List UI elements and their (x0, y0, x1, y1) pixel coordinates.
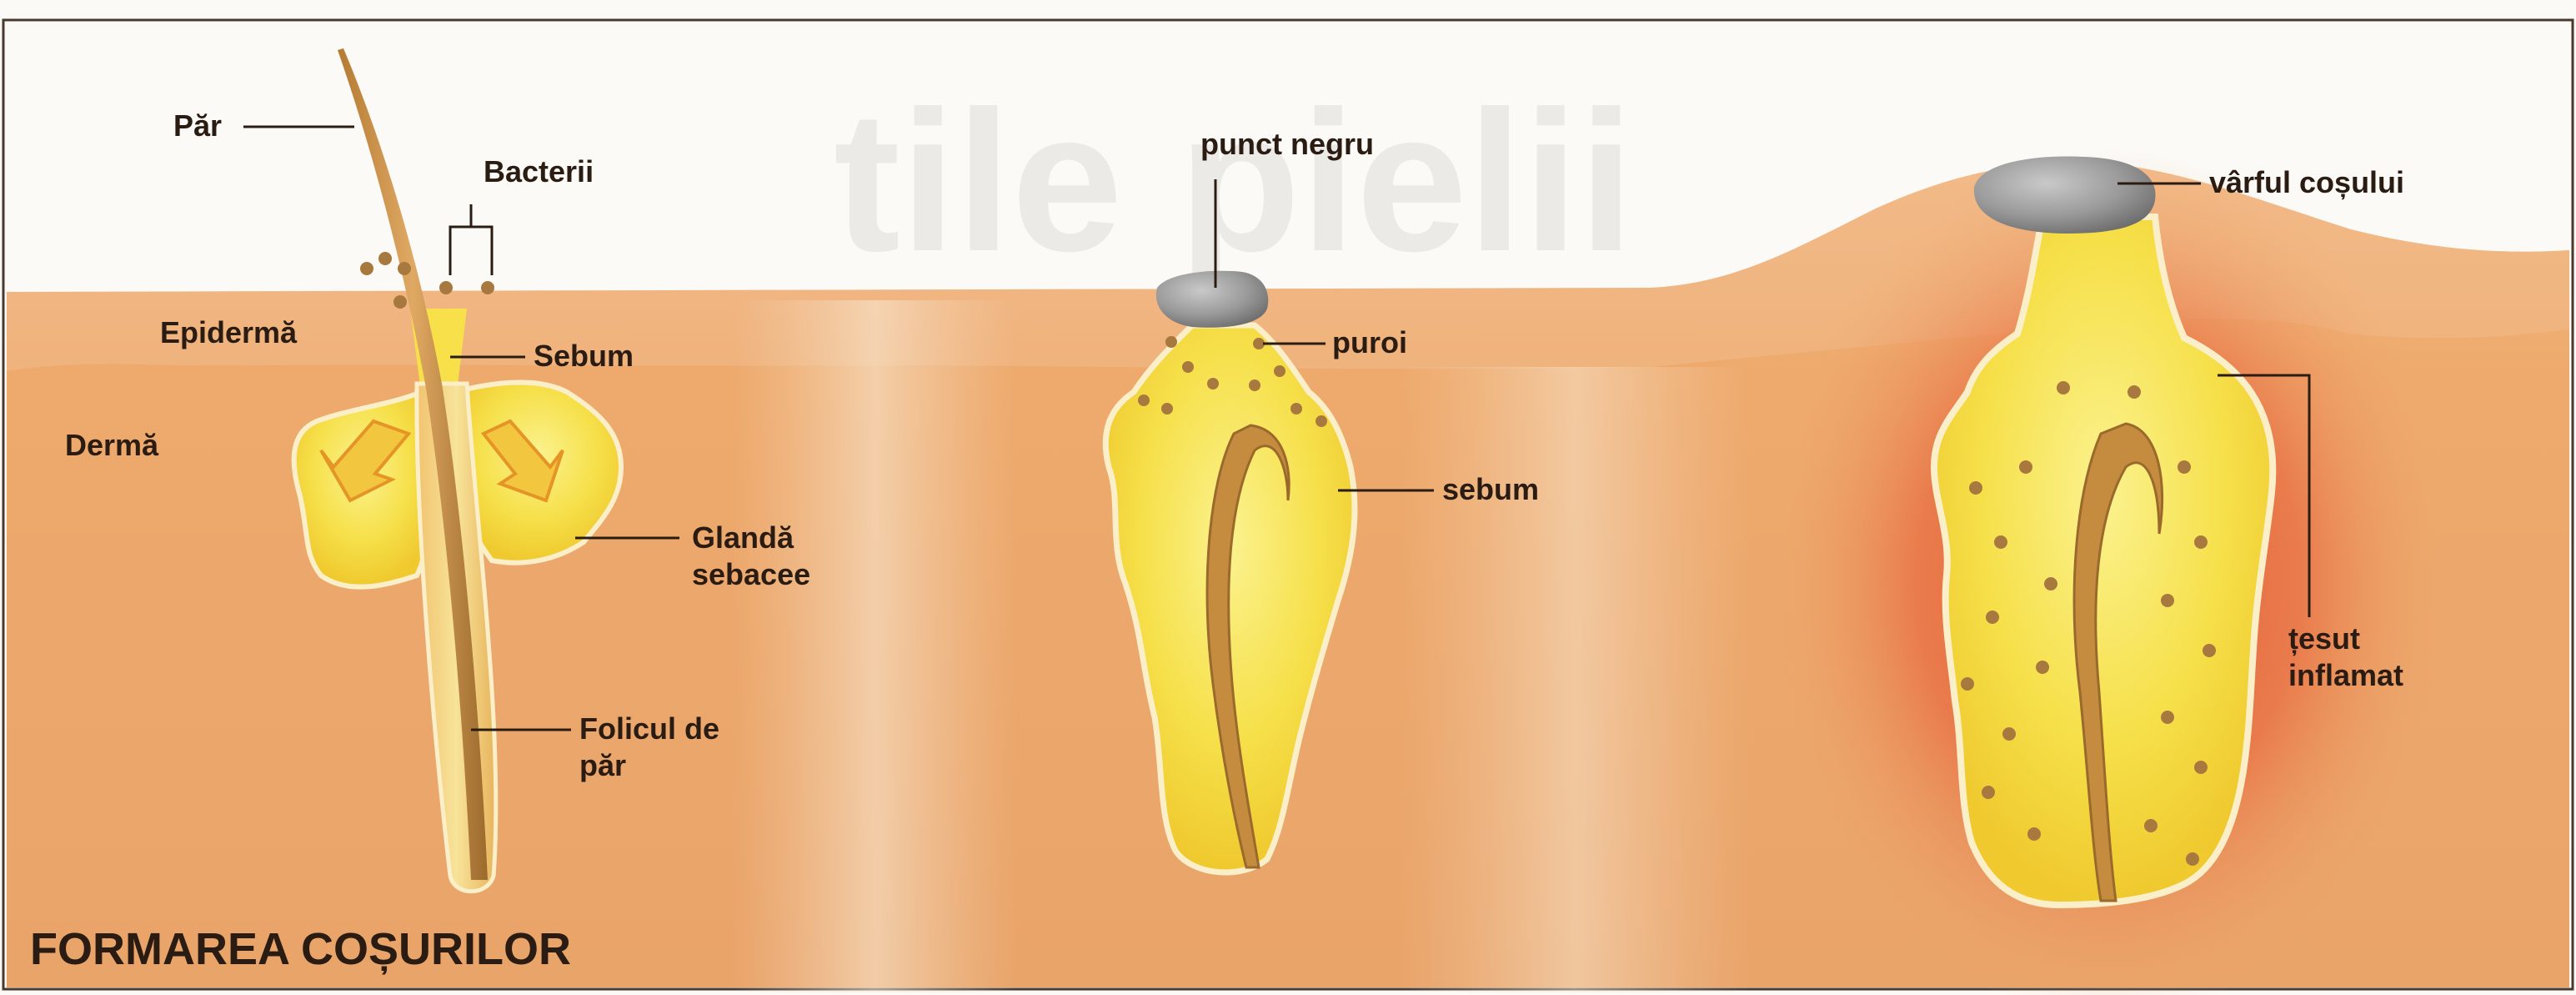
label-glanda-line2: sebacee (692, 557, 810, 592)
blackhead-plug (1156, 271, 1268, 328)
bacteria-dot (393, 295, 407, 309)
label-sebum: Sebum (534, 339, 634, 374)
diagram-title: FORMAREA COȘURILOR (30, 922, 571, 976)
label-epiderma: Epidermă (160, 315, 297, 350)
label-folicul-line2: păr (579, 748, 626, 783)
bacteria-dot (481, 281, 494, 294)
label-puroi: puroi (1332, 325, 1407, 360)
label-punct-negru: punct negru (1200, 127, 1374, 162)
label-glanda-line1: Glandă (692, 520, 794, 555)
label-par: Păr (173, 108, 222, 143)
label-bacterii: Bacterii (484, 154, 594, 189)
label-folicul-line1: Folicul de (579, 711, 719, 746)
label-sebum-stage2: sebum (1442, 472, 1539, 507)
label-varful-cosului: vârful coșului (2209, 165, 2404, 200)
bacteria-dot (398, 262, 411, 275)
label-tesut-line2: inflamat (2288, 658, 2403, 693)
bacteria-dot (378, 252, 392, 265)
bacteria-dot (360, 262, 373, 275)
bacteria-dot (439, 281, 453, 294)
watermark-text: tile pielii (834, 69, 1634, 293)
label-tesut-line1: țesut (2288, 621, 2360, 656)
label-derma: Dermă (65, 428, 158, 463)
pimple-head (1974, 156, 2156, 234)
